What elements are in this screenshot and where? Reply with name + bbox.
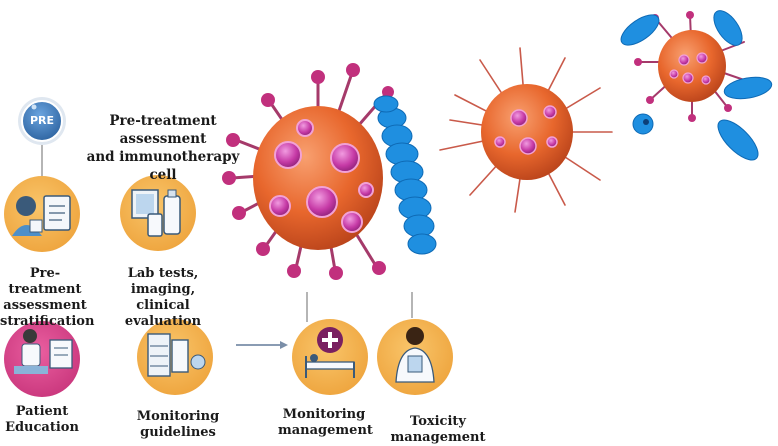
arrow-monitoring xyxy=(236,341,288,349)
pre-badge-icon xyxy=(18,97,66,145)
cancer-cell-small xyxy=(620,10,773,161)
doctor-icon xyxy=(377,319,453,395)
label-pretreatment-line-2: assessment xyxy=(3,298,87,313)
label-monitoring-management: Monitoring management xyxy=(278,407,373,439)
label-monitoring-guidelines: Monitoring guidelines xyxy=(136,409,220,440)
label-pretreatment-line-1: Pre-treatment xyxy=(8,266,82,297)
hospital-bed-cross-icon xyxy=(292,319,368,395)
label-patient-education-line-1: Patient xyxy=(15,404,69,419)
label-lab-tests: Lab tests, imaging, clinical evaluation xyxy=(98,266,228,330)
pre-badge-text: PRE xyxy=(29,114,55,127)
lab-vials-icon xyxy=(120,175,196,251)
label-lab-tests-line-2: clinical evaluation xyxy=(124,298,202,329)
antibody-blue-large xyxy=(373,95,437,255)
label-monitoring-management-line-2: management xyxy=(278,423,373,438)
antibody-blue-small xyxy=(632,113,654,135)
title-line-1: Pre-treatment assessment xyxy=(109,113,217,147)
clinician-clipboard-icon xyxy=(4,176,80,252)
cancer-cell-medium xyxy=(439,47,613,213)
label-lab-tests-line-1: Lab tests, imaging, xyxy=(127,266,199,297)
label-patient-education-line-2: Education xyxy=(5,420,79,435)
label-monitoring-management-line-1: Monitoring xyxy=(282,407,366,422)
label-pretreatment: Pre-treatment assessment stratification xyxy=(0,266,95,330)
label-toxicity-management: Toxicity management xyxy=(390,414,486,445)
patient-education-icon xyxy=(4,321,80,397)
label-patient-education: Patient Education xyxy=(0,404,84,436)
cancer-cell-large xyxy=(222,63,394,280)
monitoring-equipment-icon xyxy=(137,319,213,395)
title: Pre-treatment assessment and immunothera… xyxy=(78,112,248,184)
connector-lines xyxy=(41,144,413,322)
title-line-2: and immunotherapy cell xyxy=(86,149,240,183)
label-pretreatment-line-3: stratification xyxy=(0,314,95,329)
